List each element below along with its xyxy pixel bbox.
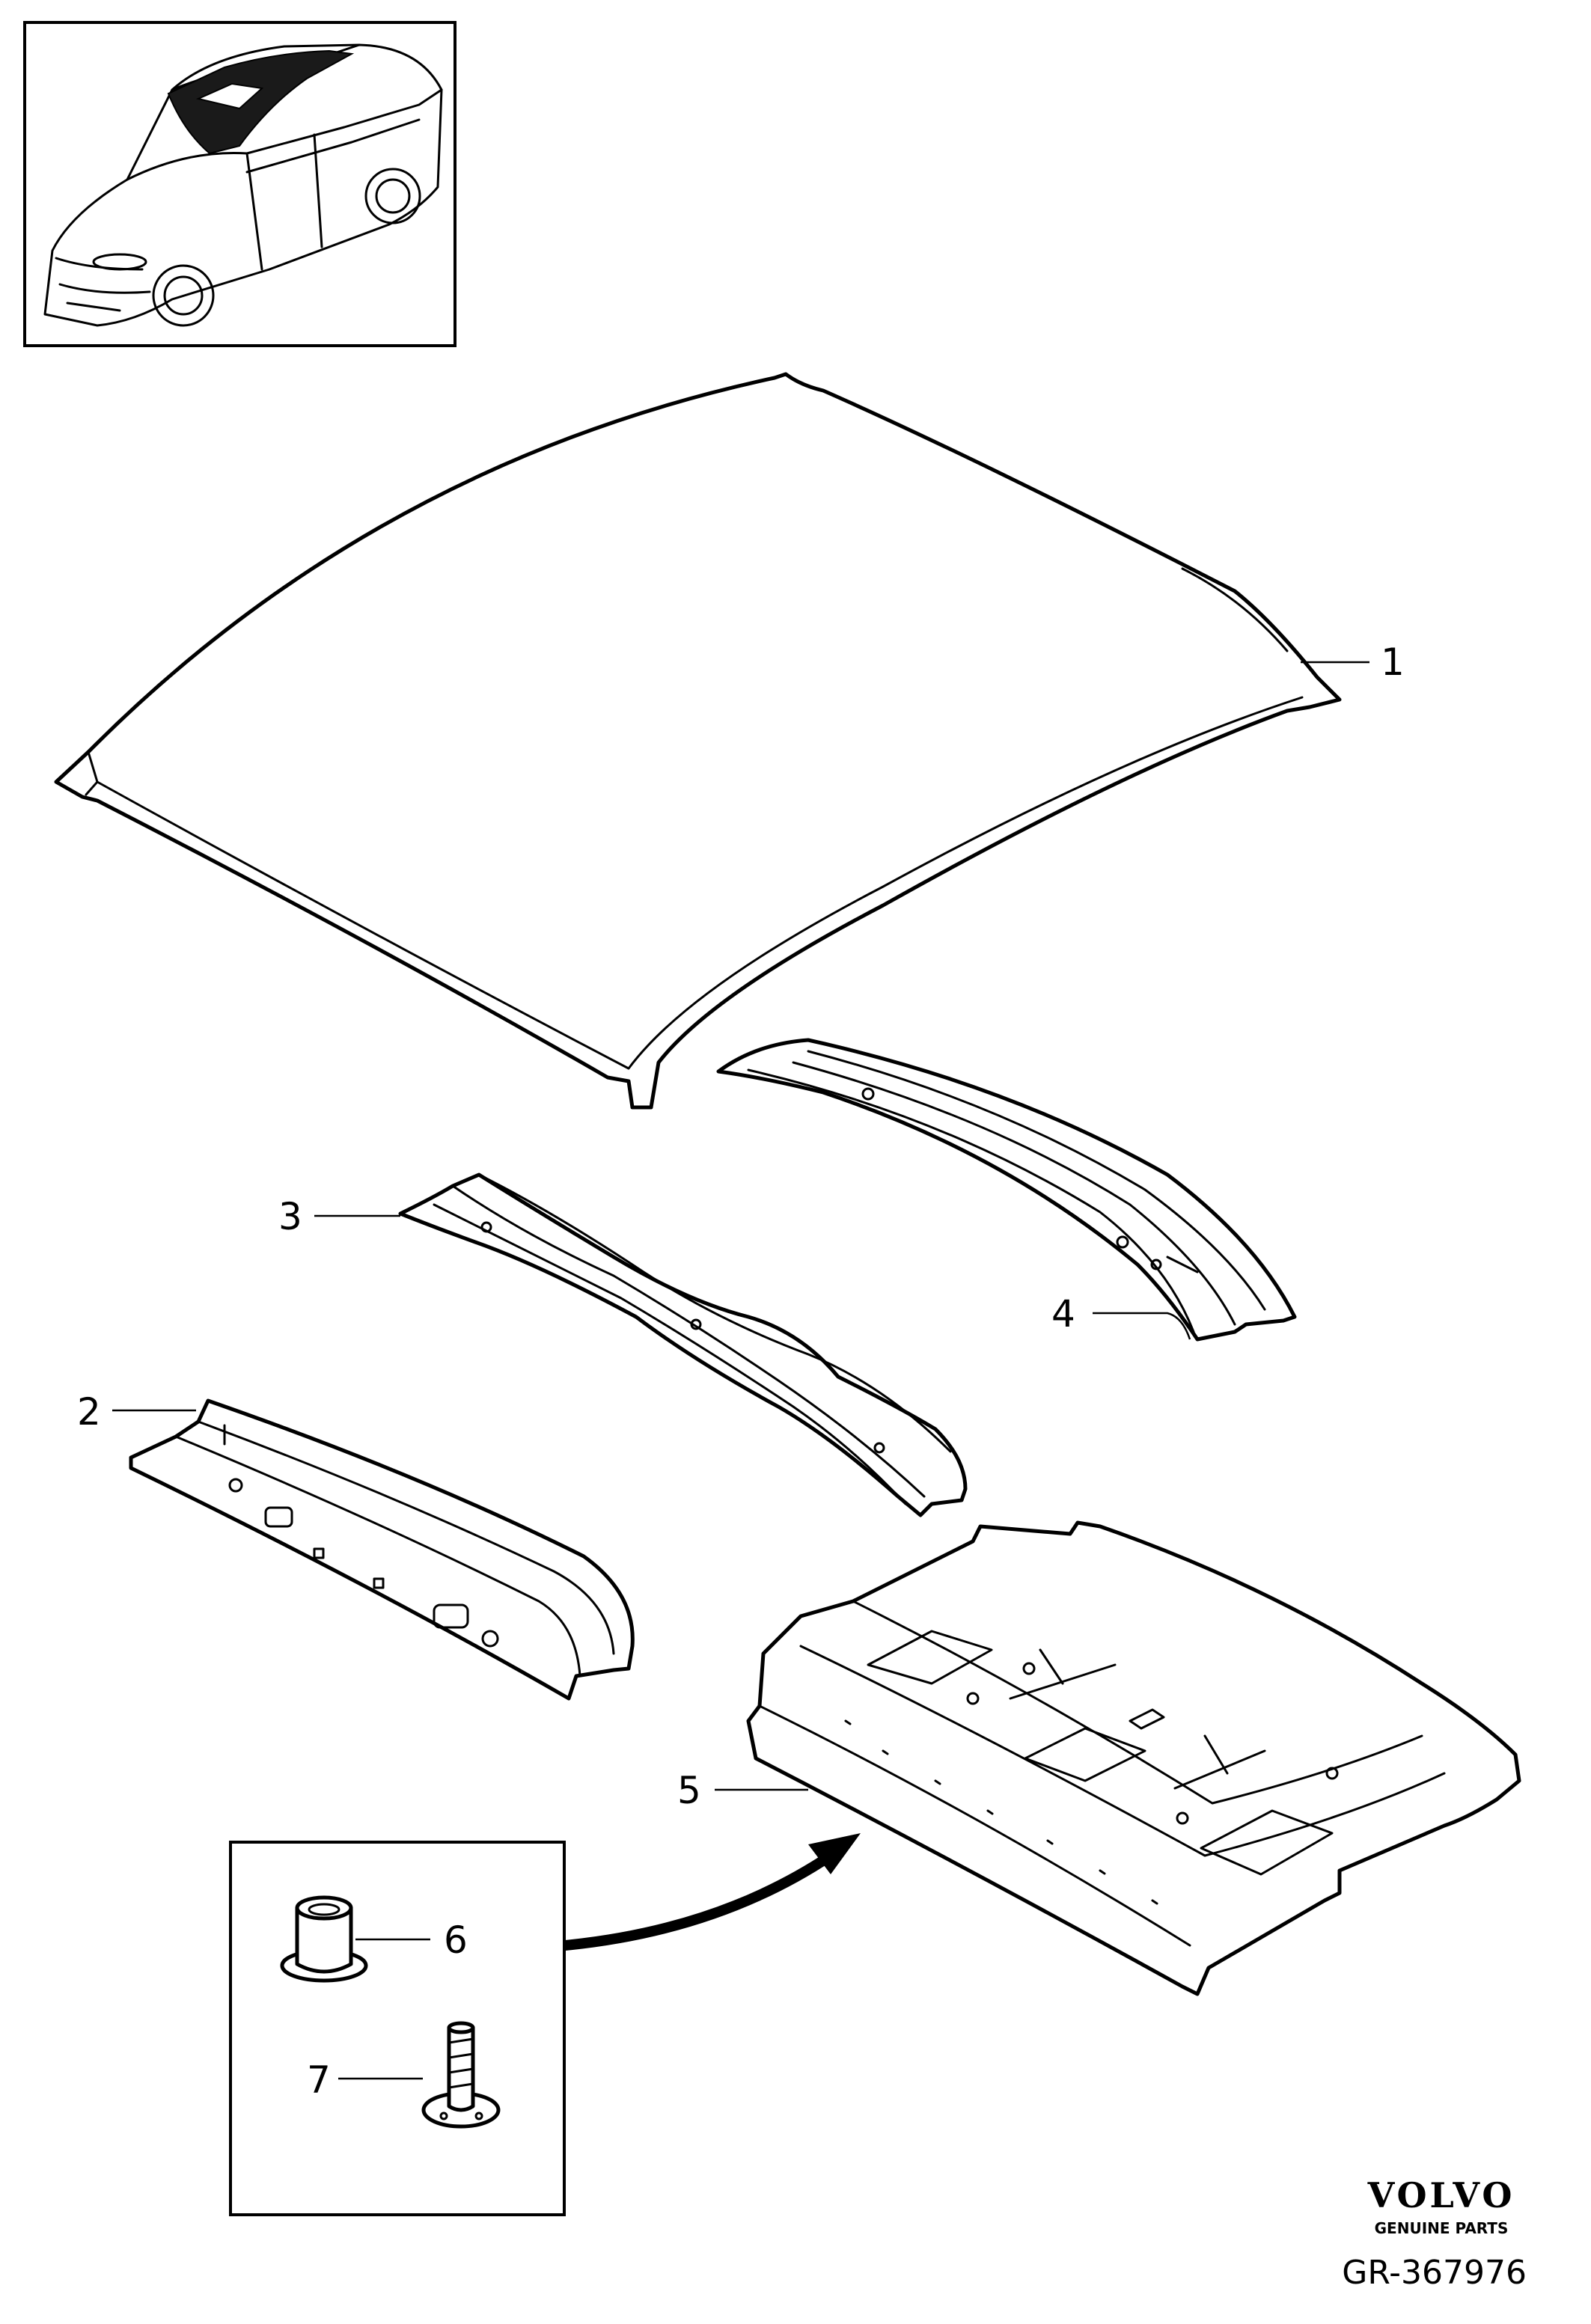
rear-roof-rail xyxy=(716,1038,1297,1342)
roof-bow xyxy=(398,1172,968,1517)
callout-6: 6 xyxy=(444,1918,468,1962)
car-with-sunroof-illustration xyxy=(43,43,443,327)
reference-number: GR-367976 xyxy=(1342,2254,1527,2292)
weld-stud xyxy=(421,2021,501,2129)
front-header-rail xyxy=(129,1398,635,1701)
callout-7: 7 xyxy=(307,2058,331,2102)
brand-name: VOLVO xyxy=(1367,2175,1515,2216)
hardware-inset: 6 7 xyxy=(229,1841,566,2216)
callout-5: 5 xyxy=(677,1769,701,1812)
curved-arrow-icon xyxy=(564,1833,861,1951)
rear-parcel-shelf xyxy=(746,1520,1521,1996)
callout-4: 4 xyxy=(1051,1292,1075,1336)
roof-panel xyxy=(54,372,1342,1110)
brand-tagline: GENUINE PARTS xyxy=(1375,2219,1509,2237)
car-overview-inset xyxy=(23,21,456,347)
sunroof-highlight xyxy=(167,49,355,155)
callout-2: 2 xyxy=(77,1390,101,1434)
volvo-genuine-parts-logo: VOLVO GENUINE PARTS xyxy=(1367,2175,1515,2237)
callout-3: 3 xyxy=(278,1195,302,1238)
callout-1: 1 xyxy=(1381,640,1405,684)
rivet-nut xyxy=(280,1895,368,1983)
